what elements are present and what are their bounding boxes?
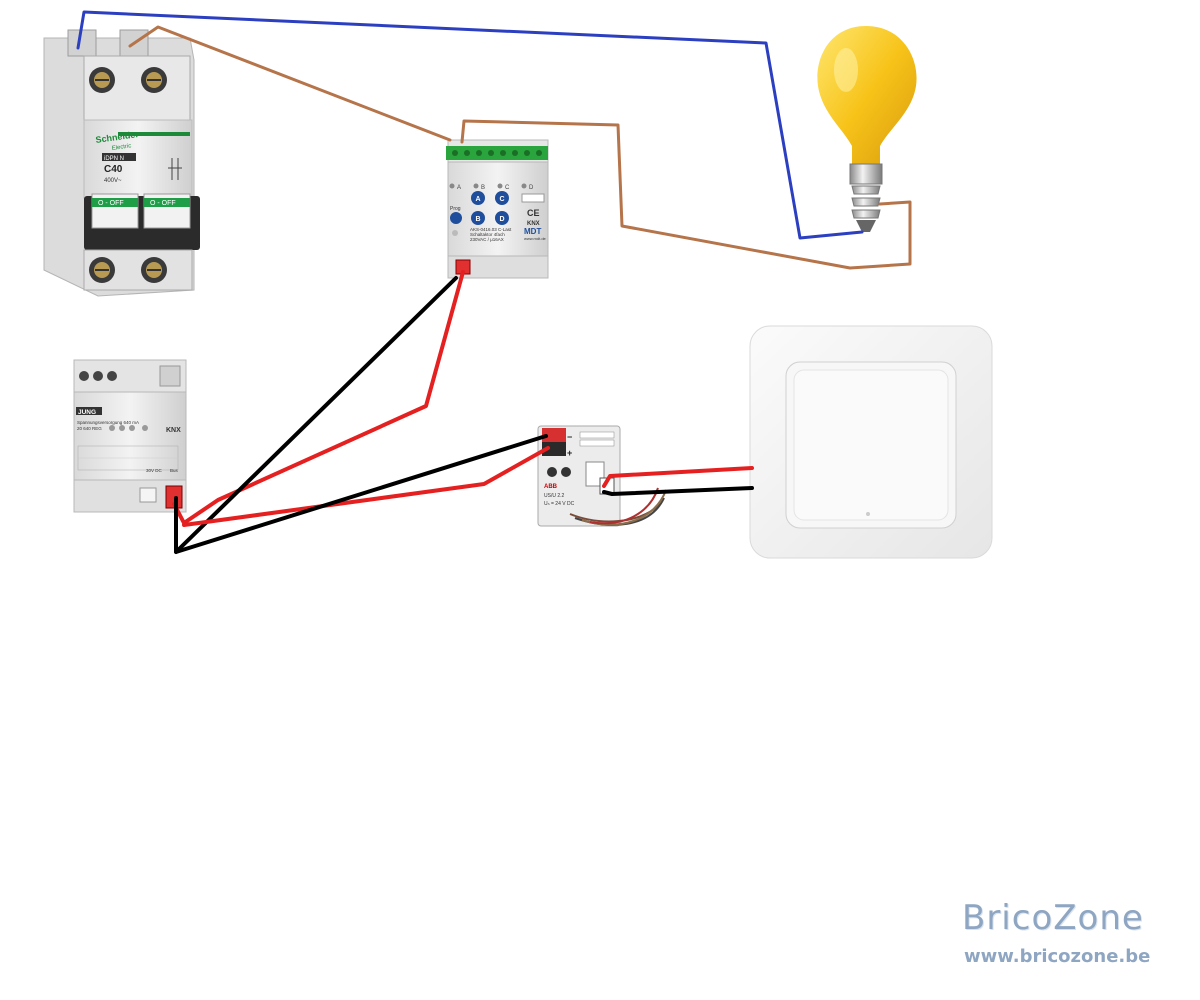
- screw-icon: [107, 371, 117, 381]
- psu-title: Spannungsversorgung 640 mA: [77, 420, 139, 425]
- switch-wire-red: [602, 466, 754, 488]
- channel-a-button[interactable]: [471, 191, 485, 205]
- bus-positive-wire-actuator: [172, 270, 465, 525]
- psu-model: 20 640 REG: [77, 426, 102, 431]
- ce-mark: CE: [527, 208, 540, 218]
- psu-output-label: 30V DC: [146, 468, 163, 473]
- light-bulb: [817, 26, 917, 232]
- breaker-off-label-left: O - OFF: [98, 200, 124, 207]
- mdt-logo: MDT: [524, 227, 541, 236]
- watermark-title: BricoZone: [962, 898, 1144, 938]
- channel-label-a: A: [457, 185, 461, 191]
- breaker-off-label-right: O - OFF: [150, 200, 176, 207]
- svg-text:−: −: [567, 432, 572, 442]
- bus-negative-wire-actuator: [174, 276, 458, 554]
- coupler-model: US/U 2.2: [544, 493, 565, 499]
- channel-label-b: B: [481, 185, 485, 191]
- channel-a-button-label: A: [475, 196, 480, 203]
- abb-logo: ABB: [544, 484, 558, 490]
- switch-wire-black: [602, 486, 754, 496]
- switch-rocker[interactable]: [793, 369, 949, 521]
- coupler-rating: Uₙ = 24 V DC: [544, 501, 575, 507]
- breaker-left-terminal-top: [67, 29, 97, 57]
- switch-actuator: A B C D Prog A B C D CE KNX MDT AKS-0416…: [446, 139, 549, 279]
- bus-negative-wire-coupler: [174, 434, 548, 554]
- actuator-url: www.mdt.de: [524, 236, 547, 241]
- breaker-series: iDPN N: [104, 156, 124, 162]
- prog-label: Prog: [450, 206, 461, 212]
- breaker-brand-sub: Electric: [111, 143, 131, 152]
- channel-label-c: C: [505, 185, 510, 191]
- prog-button[interactable]: [450, 212, 462, 224]
- channel-b-button[interactable]: [471, 211, 485, 225]
- actuator-desc: Schaltaktor 4fach: [470, 232, 505, 237]
- breaker-voltage: 400V~: [104, 178, 122, 184]
- psu-bus-label: Bus: [170, 468, 179, 473]
- bulb-base-icon: [849, 163, 883, 185]
- channel-d-button[interactable]: [495, 211, 509, 225]
- channel-b-button-label: B: [475, 216, 480, 223]
- jung-logo: JUNG: [78, 409, 96, 416]
- bus-coupler: − + ABB US/U 2.2 Uₙ = 24 V DC: [537, 425, 667, 527]
- channel-c-button[interactable]: [495, 191, 509, 205]
- actuator-terminal-strip: [446, 146, 548, 160]
- breaker-rating: C40: [104, 164, 123, 175]
- channel-label-d: D: [529, 185, 534, 191]
- phase-wire-breaker-to-actuator: [128, 25, 452, 142]
- prog-button[interactable]: [547, 467, 557, 477]
- actuator-knx-logo: KNX: [527, 221, 540, 227]
- screw-icon: [93, 371, 103, 381]
- circuit-breaker: Schneider Electric iDPN N C40 400V~ O - …: [43, 29, 200, 297]
- watermark-url: www.bricozone.be: [964, 946, 1151, 967]
- screw-icon: [79, 371, 89, 381]
- neutral-wire: [76, 10, 864, 240]
- wall-switch[interactable]: [749, 325, 993, 559]
- channel-c-button-label: C: [499, 196, 504, 203]
- phase-wire-actuator-to-lamp: [460, 119, 912, 270]
- psu-knx-logo: KNX: [166, 427, 181, 434]
- svg-text:+: +: [567, 448, 572, 458]
- power-supply: JUNG Spannungsversorgung 640 mA 20 640 R…: [73, 359, 187, 513]
- channel-d-button-label: D: [499, 216, 504, 223]
- actuator-rating: 230VAC / μ16AX: [470, 237, 504, 242]
- bus-positive-wire-coupler: [182, 446, 550, 527]
- wires: [76, 10, 912, 554]
- actuator-model: AKS-0416.03 C-Last: [470, 227, 512, 232]
